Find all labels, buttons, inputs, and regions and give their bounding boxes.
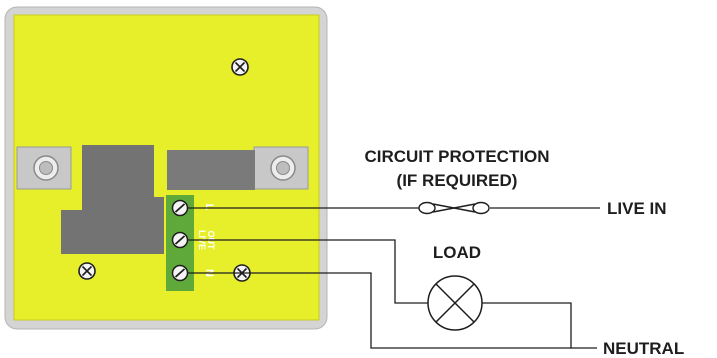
circuit-protection-label-line2: (IF REQUIRED) — [397, 171, 518, 190]
terminal-screw-live-out — [171, 231, 189, 249]
load-label: LOAD — [433, 243, 481, 262]
neutral-wire — [188, 272, 571, 349]
relay-component — [61, 145, 164, 254]
connector-component — [167, 150, 255, 190]
neutral-label: NEUTRAL — [603, 339, 684, 358]
plate-screw-bottom-left — [78, 262, 96, 280]
wiring — [188, 207, 600, 349]
switch-plate: L LIVE OUT N — [4, 6, 328, 330]
load-lamp-icon — [427, 275, 483, 331]
mounting-ear-left — [16, 146, 72, 190]
terminal-label-l: L — [203, 204, 215, 211]
load-neutral-wire — [482, 302, 597, 349]
terminal-screw-l — [171, 199, 189, 217]
circuit-protection-symbol — [418, 201, 490, 215]
live-out-wire — [188, 239, 428, 304]
terminal-screw-n — [171, 264, 189, 282]
plate-screw-top-right — [231, 58, 249, 76]
mounting-ear-right — [253, 146, 309, 190]
live-in-label: LIVE IN — [607, 199, 667, 218]
circuit-protection-label-line1: CIRCUIT PROTECTION — [364, 147, 549, 166]
